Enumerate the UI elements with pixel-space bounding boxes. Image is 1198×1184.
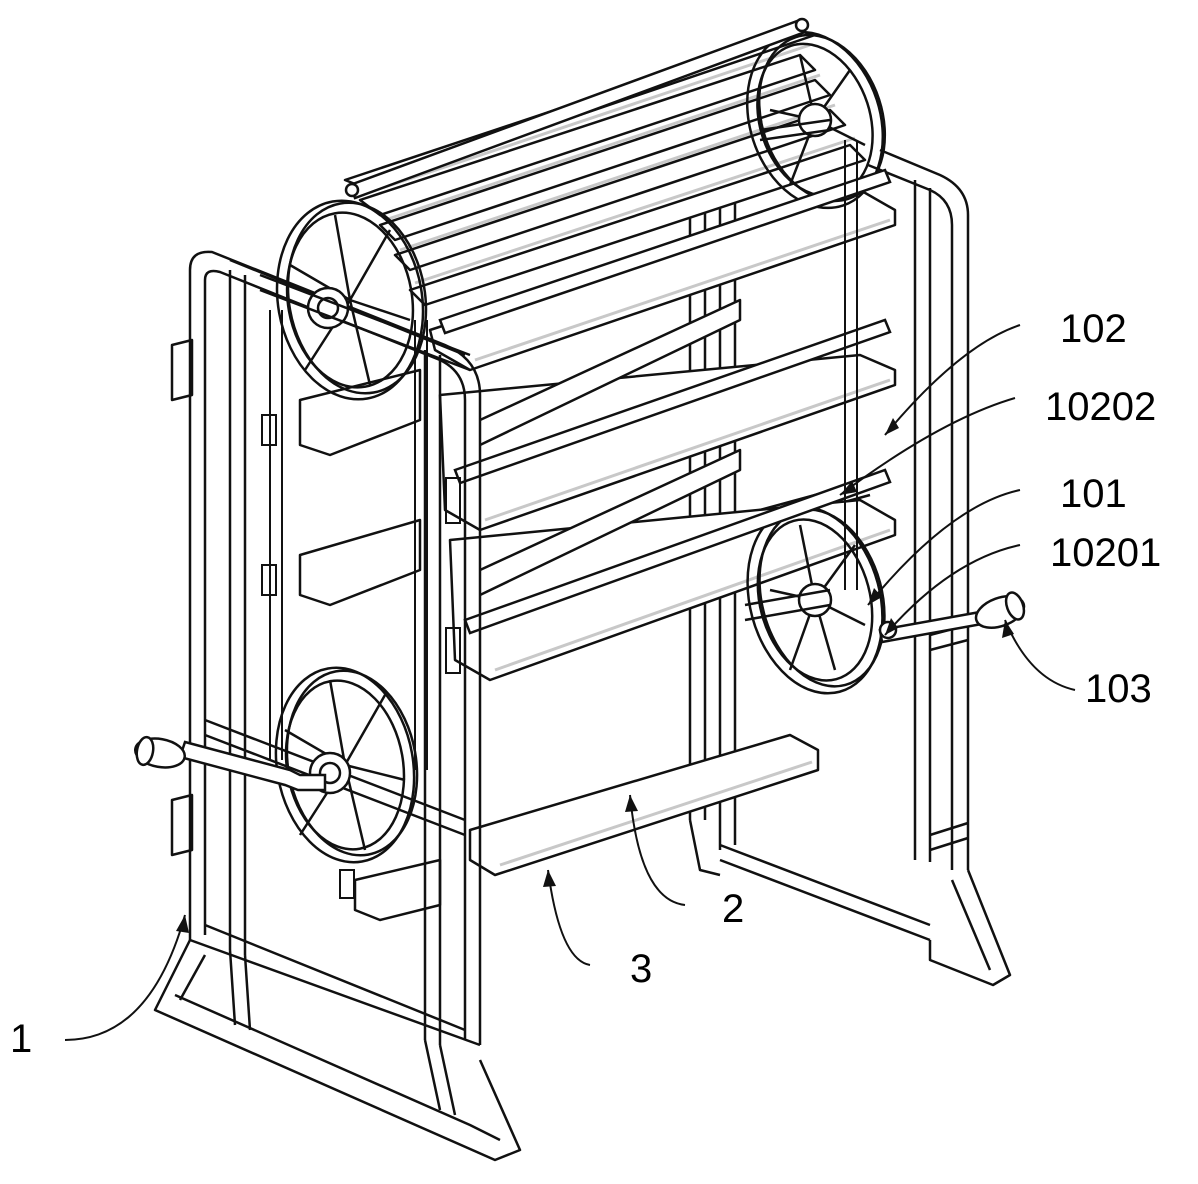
callout-103: 103: [1085, 667, 1152, 711]
leader-10201: [884, 544, 1021, 636]
shelf-slats: [298, 28, 897, 922]
front-lower-wheel: [274, 666, 419, 864]
right-crank-handle: [878, 591, 1026, 644]
leader-1: [64, 914, 186, 1041]
leader-3: [547, 869, 591, 966]
leader-10202: [839, 397, 1016, 496]
left-crank-handle: [134, 735, 327, 792]
callout-2: 2: [722, 887, 744, 931]
callout-102: 102: [1060, 307, 1127, 351]
callout-1: 1: [10, 1017, 32, 1061]
callout-101: 101: [1060, 472, 1127, 516]
front-upper-wheel: [259, 199, 471, 401]
front-frame: [153, 250, 522, 1162]
leader-101: [867, 489, 1021, 606]
callout-10201: 10201: [1050, 531, 1161, 575]
leader-102: [884, 324, 1021, 436]
leader-103: [1004, 619, 1076, 691]
chain-belt: [261, 140, 858, 899]
roller-rods: [344, 17, 892, 635]
callout-10202: 10202: [1045, 385, 1156, 429]
leader-2: [629, 794, 686, 906]
callout-3: 3: [630, 947, 652, 991]
leader-arrowheads: [176, 418, 1014, 933]
